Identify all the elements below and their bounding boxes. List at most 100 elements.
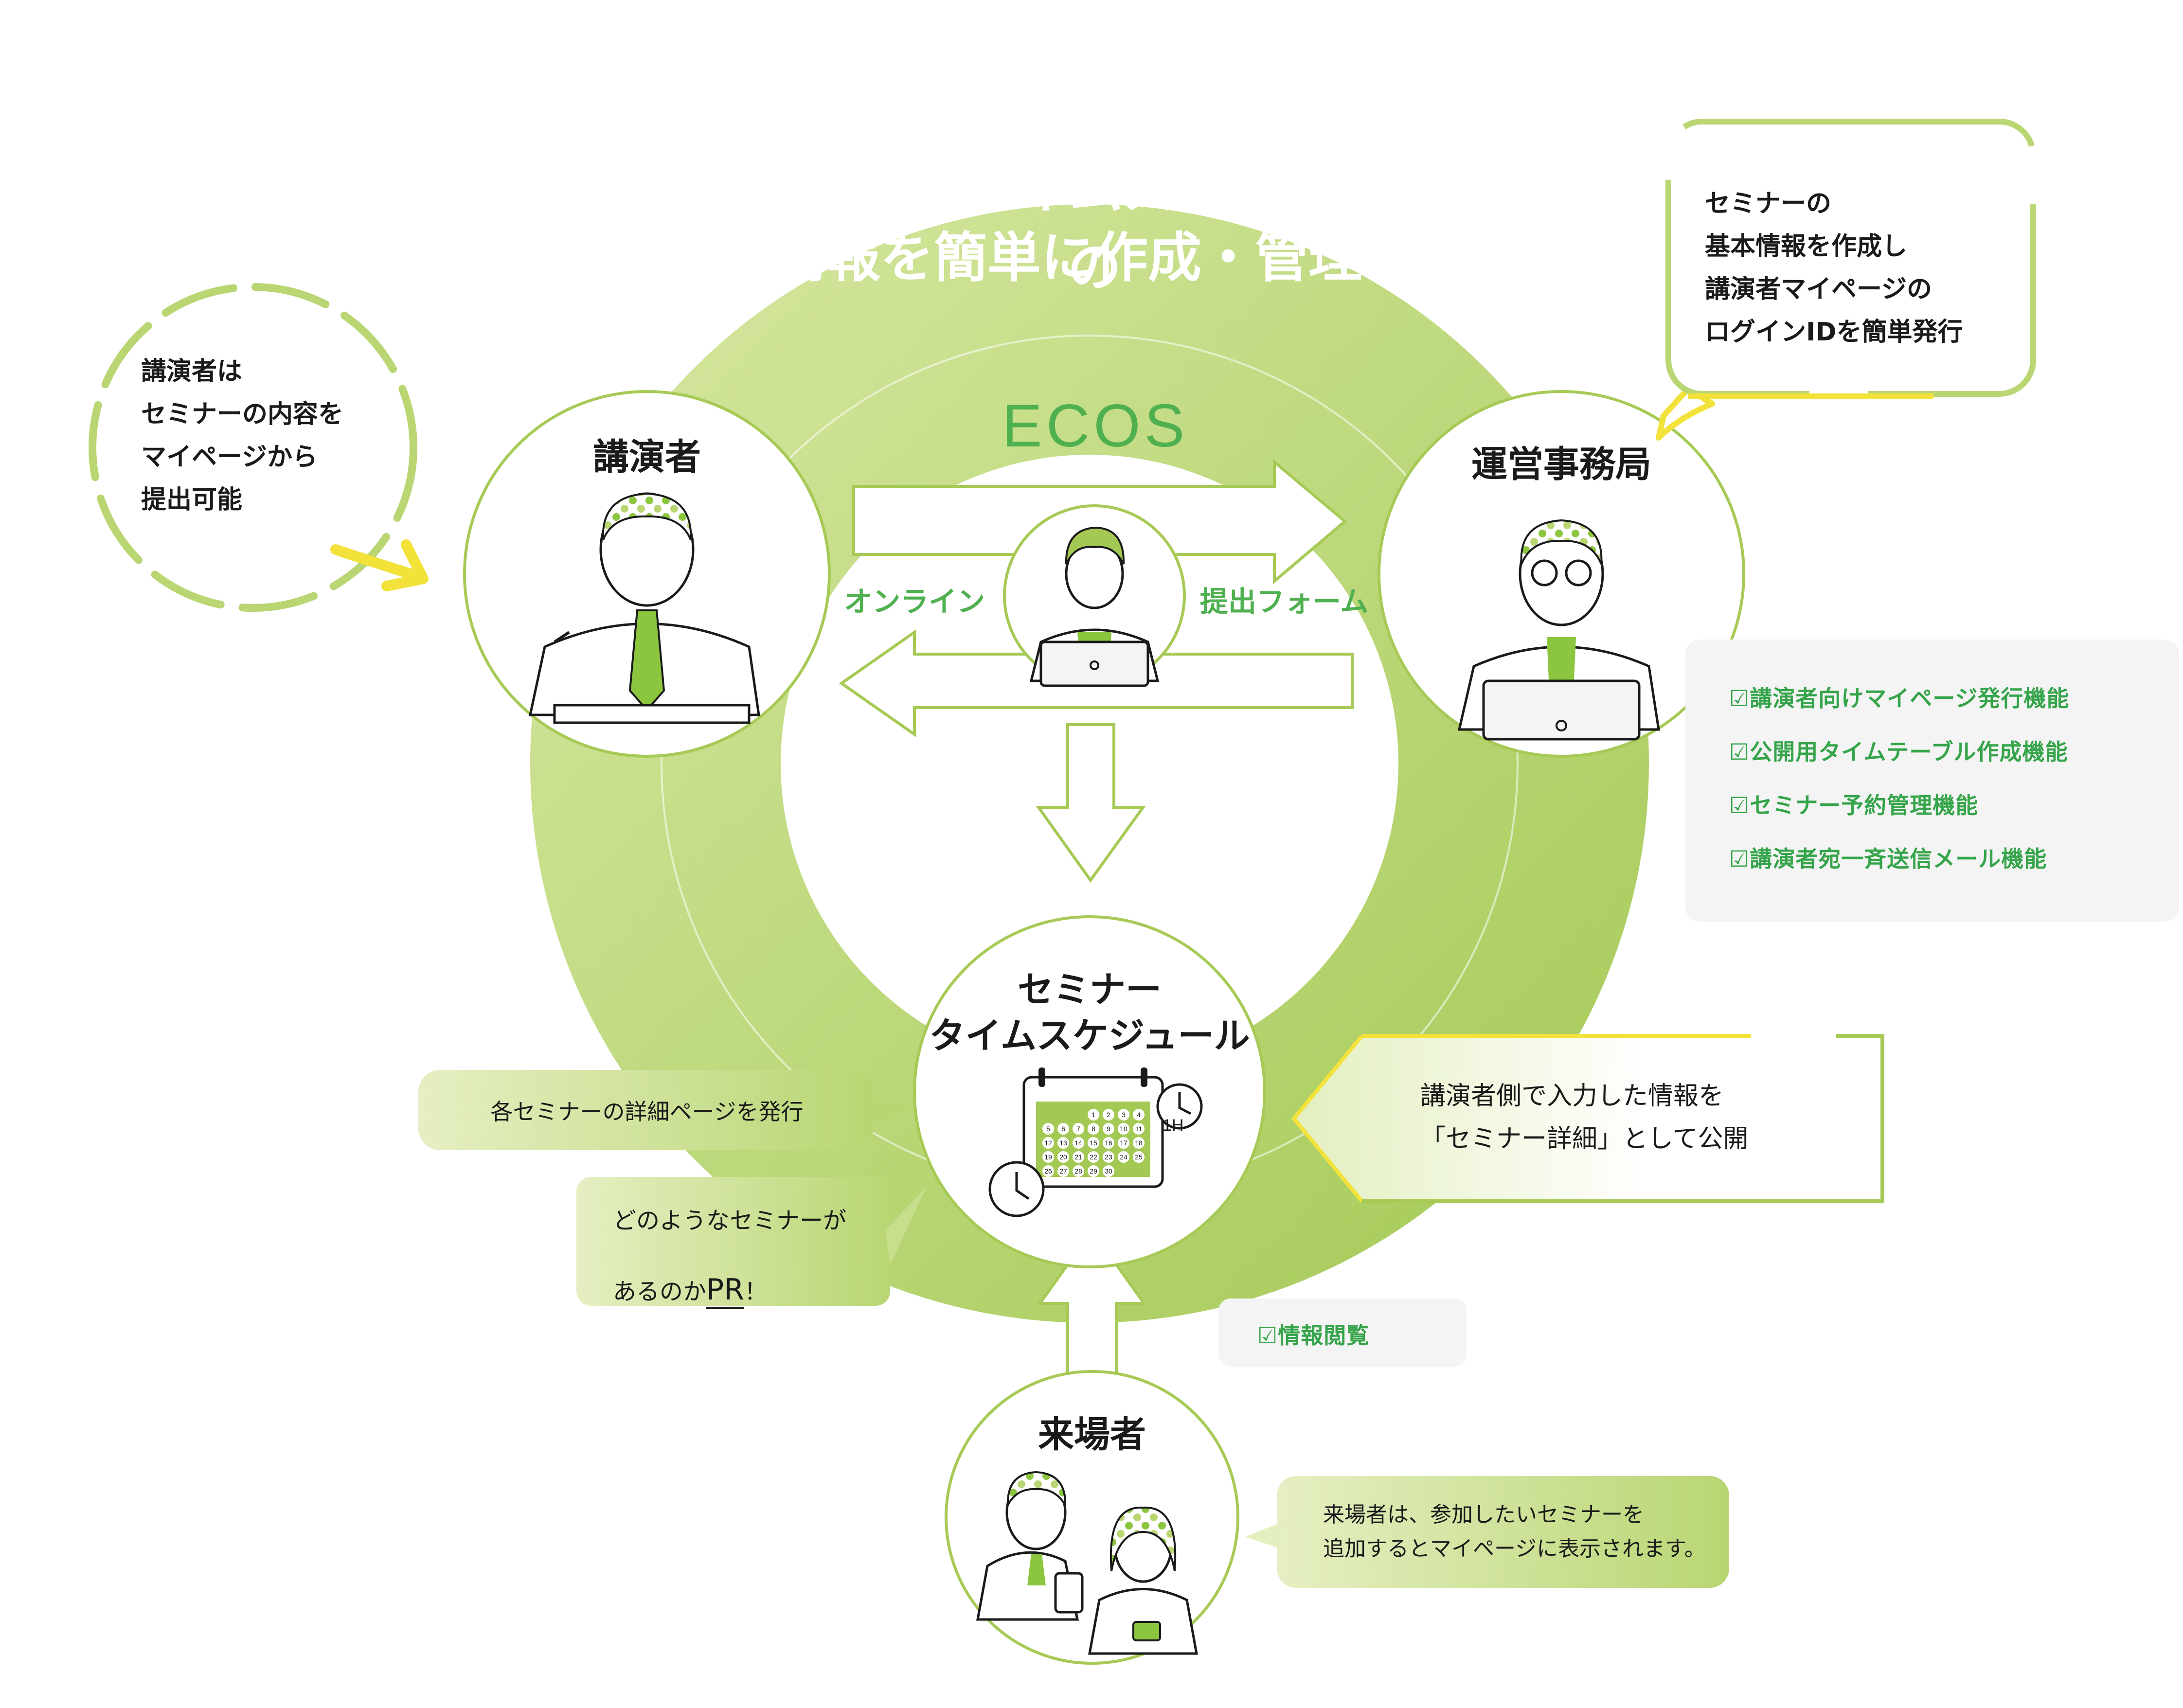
calendar-day-label: 29 <box>1090 1167 1097 1175</box>
online-label: オンライン <box>843 585 985 618</box>
calendar-day-label: 23 <box>1105 1153 1112 1161</box>
pr-text-b: PR <box>706 1273 744 1309</box>
speaker-note-circle <box>89 283 429 612</box>
calendar-day-cell <box>1057 1165 1069 1177</box>
feature-item-3: ☑セミナー予約管理機能 <box>1729 792 1979 818</box>
office-title: 運営事務局 <box>1471 444 1651 485</box>
calendar-day-label: 14 <box>1074 1139 1082 1147</box>
pr-bubble <box>576 1177 927 1306</box>
calendar-day-cell <box>1118 1123 1129 1135</box>
calendar-day-label: 20 <box>1059 1153 1067 1161</box>
calendar-day-label: 26 <box>1044 1167 1052 1175</box>
clock-label: 1H <box>1163 1116 1183 1135</box>
arrow-down <box>1036 723 1146 883</box>
calendar-day-cell <box>1133 1109 1145 1121</box>
calendar-day-cell <box>1088 1109 1099 1121</box>
office-node <box>1378 390 1745 758</box>
calendar-day-label: 8 <box>1092 1125 1095 1133</box>
calendar-day-label: 2 <box>1107 1111 1110 1119</box>
visitor-feature-box <box>1218 1299 1467 1367</box>
office-note-text: セミナーの 基本情報を作成し 講演者マイページの ログインIDを簡単発行 <box>1705 189 1963 347</box>
feature-item-1: ☑講演者向けマイページ発行機能 <box>1729 685 2070 712</box>
form-label: 提出フォーム <box>1199 585 1369 618</box>
calendar-day-cell <box>1057 1137 1069 1149</box>
feature-item-4: ☑講演者宛一斉送信メール機能 <box>1729 846 2047 872</box>
visitor-title: 来場者 <box>1038 1414 1146 1456</box>
calendar-day-label: 18 <box>1135 1139 1143 1147</box>
office-note-balloon <box>1656 119 2036 441</box>
calendar-day-cell <box>1118 1109 1129 1121</box>
speaker-title: 講演者 <box>593 436 701 478</box>
calendar-day-label: 19 <box>1044 1153 1052 1161</box>
calendar-day-label: 22 <box>1090 1153 1097 1161</box>
publish-text: 講演者側で入力した情報を 「セミナー詳細」として公開 <box>1420 1082 1749 1154</box>
publish-frame <box>1291 1034 1884 1203</box>
calendar-day-label: 6 <box>1061 1125 1065 1133</box>
calendar-day-label: 7 <box>1076 1125 1080 1133</box>
calendar-day-label: 24 <box>1120 1153 1127 1161</box>
calendar-day-label: 16 <box>1105 1139 1112 1147</box>
calendar-day-cell <box>1118 1137 1129 1149</box>
speaker-note-text: 講演者は セミナーの内容を マイページから 提出可能 <box>141 357 344 515</box>
calendar-day-cell <box>1118 1151 1129 1163</box>
calendar-day-label: 11 <box>1135 1125 1143 1133</box>
calendar-day-cell <box>1057 1151 1069 1163</box>
calendar-day-label: 30 <box>1105 1167 1112 1175</box>
center-person-illustration <box>1003 504 1186 687</box>
calendar-day-label: 28 <box>1074 1167 1082 1175</box>
calendar-day-label: 13 <box>1059 1139 1067 1147</box>
detail-page-bubble <box>418 1070 914 1150</box>
calendar-day-label: 12 <box>1044 1139 1052 1147</box>
feature-item-2: ☑公開用タイムテーブル作成機能 <box>1729 739 2068 765</box>
calendar-day-cell <box>1133 1123 1145 1135</box>
calendar-day-cell <box>1088 1151 1099 1163</box>
calendar-day-cell <box>1073 1165 1084 1177</box>
calendar-day-cell <box>1088 1165 1099 1177</box>
calendar-day-cell <box>1042 1151 1054 1163</box>
calendar-day-label: 3 <box>1122 1111 1126 1119</box>
headline-line1: セミナータイムスケジュールの <box>749 159 1440 299</box>
calendar-day-cell <box>1133 1151 1145 1163</box>
clock-icon-small <box>1156 1083 1203 1130</box>
calendar-day-cell <box>1073 1137 1084 1149</box>
calendar-day-label: 9 <box>1107 1125 1110 1133</box>
calendar-day-cell <box>1042 1137 1054 1149</box>
calendar-day-cell <box>1057 1123 1069 1135</box>
calendar-day-label: 27 <box>1059 1167 1067 1175</box>
clock-icon-large <box>988 1161 1045 1217</box>
feature-box <box>1685 640 2179 922</box>
calendar-day-cell <box>1103 1123 1114 1135</box>
calendar-day-cell <box>1088 1123 1099 1135</box>
schedule-title-line2: タイムスケジュール <box>929 1015 1250 1057</box>
calendar-day-cell <box>1103 1137 1114 1149</box>
calendar-day-label: 15 <box>1090 1139 1097 1147</box>
calendar-day-label: 4 <box>1137 1111 1141 1119</box>
calendar-day-cell <box>1103 1165 1114 1177</box>
pr-text-a: あるのか <box>613 1278 707 1305</box>
schedule-title-line1: セミナー <box>1018 969 1162 1011</box>
calendar-day-cell <box>1133 1137 1145 1149</box>
visitor-note-text: 来場者は、参加したいセミナーを 追加するとマイページに表示されます。 <box>1323 1502 1706 1561</box>
ecos-logo: ECOS <box>1002 392 1189 460</box>
visitor-note-bubble <box>1245 1476 1729 1588</box>
calendar-day-label: 17 <box>1120 1139 1127 1147</box>
calendar-day-cell <box>1073 1151 1084 1163</box>
calendar-day-cell <box>1103 1151 1114 1163</box>
calendar-day-cell <box>1042 1165 1054 1177</box>
calendar-day-label: 10 <box>1120 1125 1127 1133</box>
speaker-node <box>463 390 831 758</box>
calendar-day-label: 25 <box>1135 1153 1143 1161</box>
visitor-feature-item: ☑情報閲覧 <box>1257 1322 1370 1349</box>
calendar-day-cell <box>1073 1123 1084 1135</box>
pr-text-line1: どのようなセミナーが <box>613 1207 847 1234</box>
calendar-day-label: 5 <box>1046 1125 1050 1133</box>
calendar-day-cell <box>1042 1123 1054 1135</box>
pr-text-line2: あるのかPR！ <box>613 1245 885 1309</box>
calendar-day-cell <box>1103 1109 1114 1121</box>
calendar-day-cell <box>1088 1137 1099 1149</box>
headline-line2: 情報を簡単に作成・管理！ <box>773 227 1415 289</box>
detail-page-text: 各セミナーの詳細ページを発行 <box>490 1099 804 1125</box>
visitor-node <box>945 1370 1239 1665</box>
